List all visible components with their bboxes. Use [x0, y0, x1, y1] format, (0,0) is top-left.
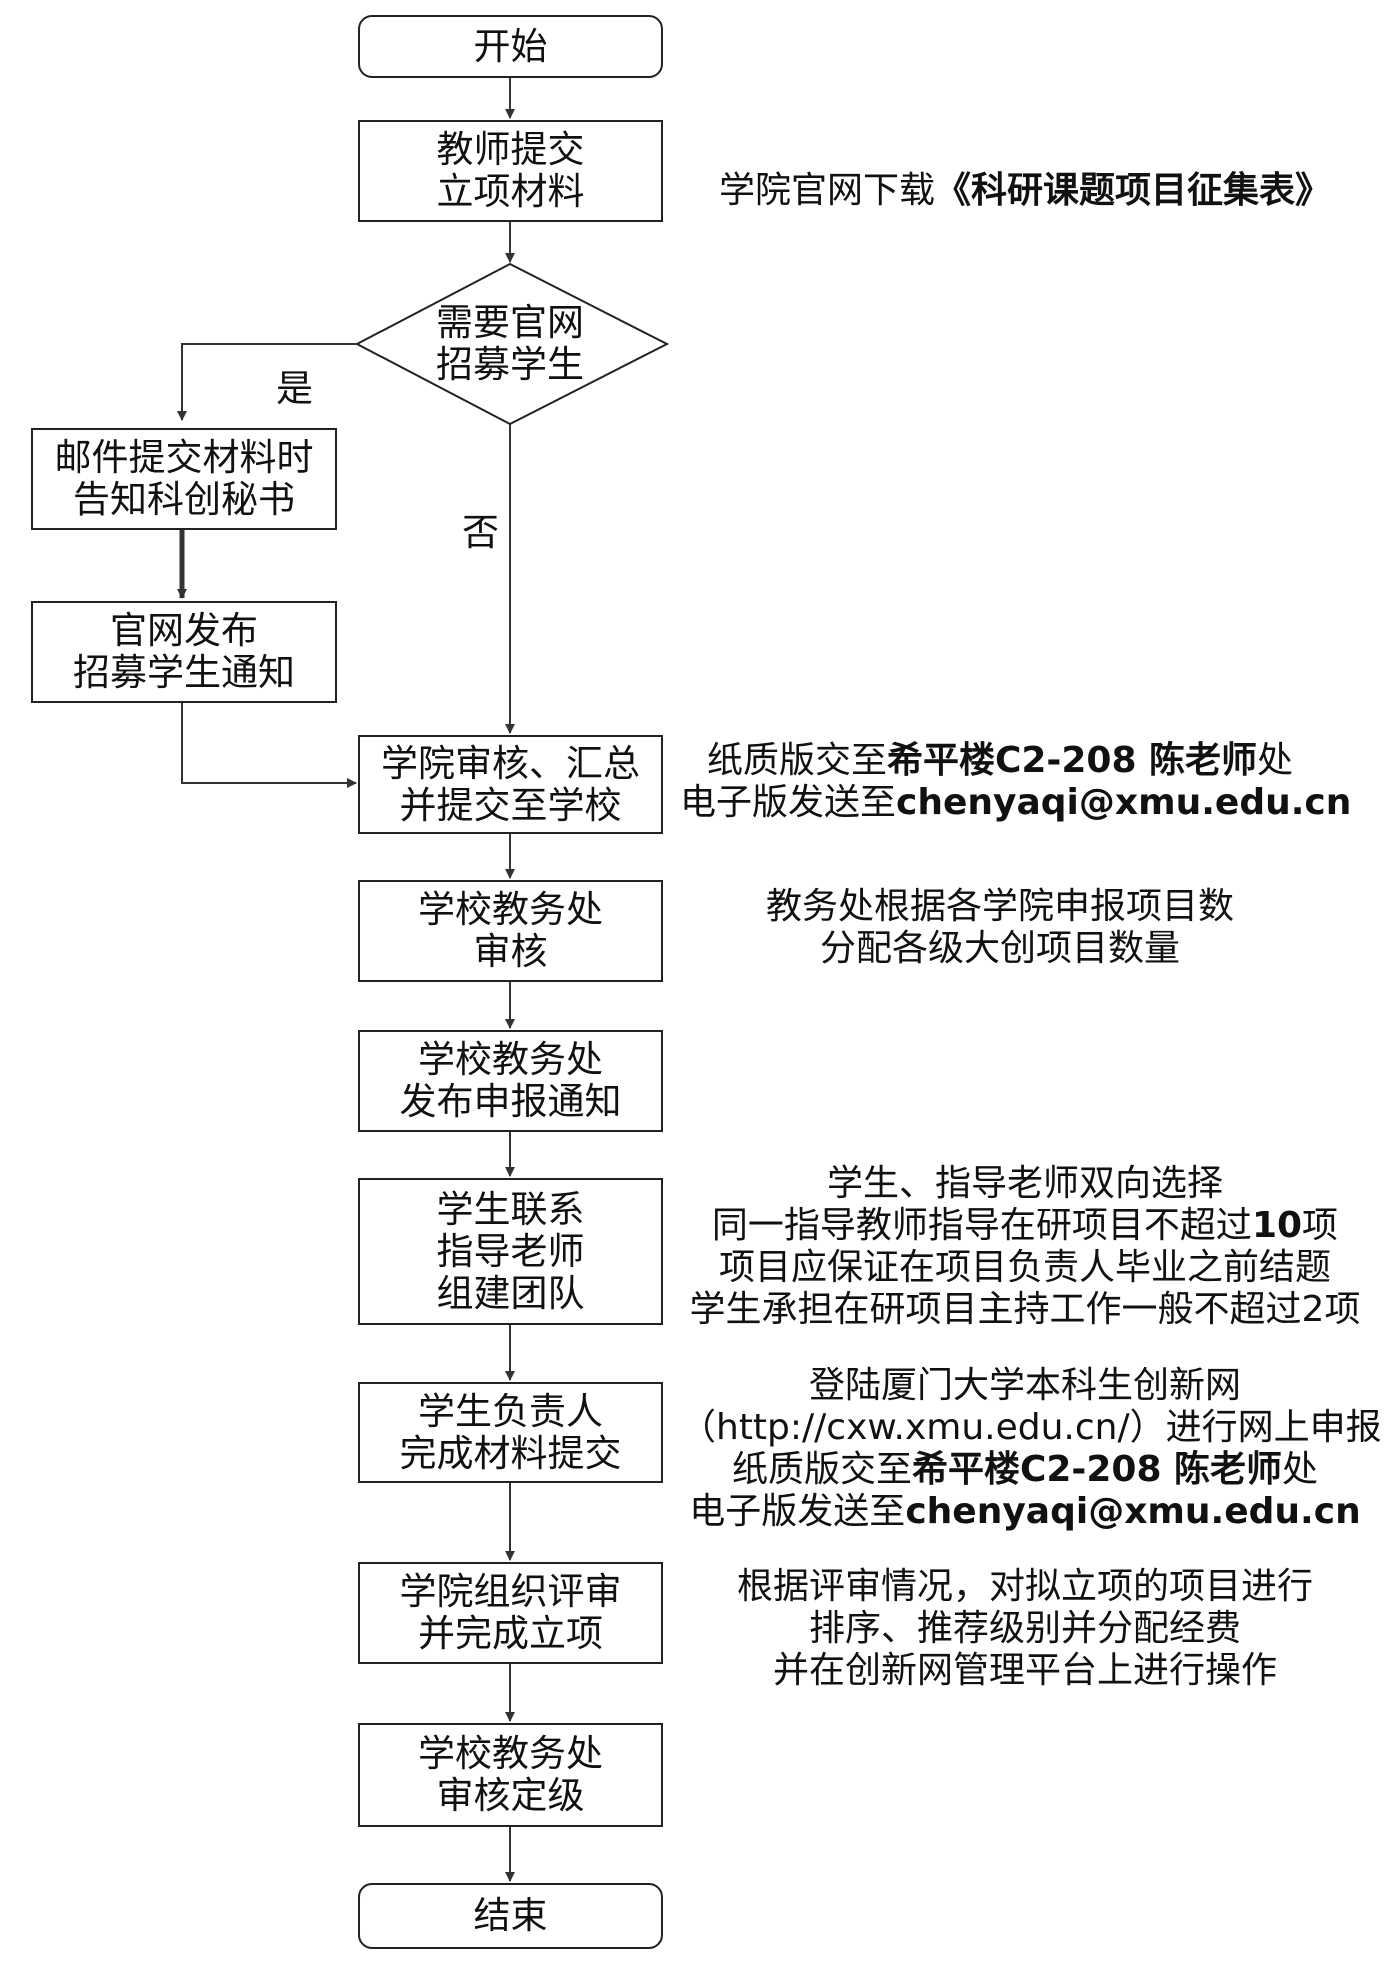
note-selection-line-4: 学生承担在研项目主持工作一般不超过2项: [689, 1289, 1361, 1330]
note-selection-line-1: 学生、指导老师双向选择: [826, 1163, 1223, 1204]
grading-line-2: 审核定级: [436, 1774, 585, 1817]
decision-text: 需要官网 招募学生: [410, 302, 610, 386]
decision-line-2: 招募学生: [436, 343, 584, 386]
student-submit-node: 学生负责人 完成材料提交: [358, 1382, 663, 1483]
college-evaluate-line-2: 并完成立项: [418, 1612, 603, 1655]
note-download: 学院官网下载《科研课题项目征集表》: [680, 170, 1370, 212]
end-label: 结束: [473, 1894, 548, 1937]
publish-recruit-node: 官网发布 招募学生通知: [31, 601, 337, 703]
college-review-line-1: 学院审核、汇总: [381, 741, 640, 785]
email-secretary-line-1: 邮件提交材料时: [54, 436, 314, 479]
note-apply-line-3: 纸质版交至希平楼C2-208 陈老师处: [731, 1449, 1319, 1490]
arrow-yes-branch: [177, 343, 357, 421]
publish-recruit-line-1: 官网发布: [110, 609, 258, 652]
note-allocation-line-2: 分配各级大创项目数量: [819, 928, 1180, 969]
student-team-line-3: 组建团队: [436, 1271, 585, 1315]
college-review-node: 学院审核、汇总 并提交至学校: [358, 735, 663, 834]
note-allocation: 教务处根据各学院申报项目数 分配各级大创项目数量: [700, 886, 1300, 970]
note-delivery-1: 纸质版交至希平楼C2-208 陈老师处 电子版发送至chenyaqi@xmu.e…: [680, 740, 1352, 824]
grading-node: 学校教务处 审核定级: [358, 1723, 663, 1827]
office-review-line-2: 审核: [473, 930, 548, 973]
email-secretary-node: 邮件提交材料时 告知科创秘书: [31, 428, 337, 530]
college-evaluate-line-1: 学院组织评审: [399, 1570, 622, 1613]
note-evaluation: 根据评审情况，对拟立项的项目进行 排序、推荐级别并分配经费 并在创新网管理平台上…: [680, 1566, 1370, 1692]
note-apply: 登陆厦门大学本科生创新网 （http://cxw.xmu.edu.cn/）进行网…: [680, 1365, 1382, 1533]
college-review-line-2: 并提交至学校: [399, 783, 622, 827]
office-notice-line-1: 学校教务处: [418, 1038, 603, 1081]
note-delivery-1-line-1: 纸质版交至希平楼C2-208 陈老师处: [706, 740, 1294, 781]
student-team-line-1: 学生联系: [436, 1187, 585, 1231]
note-delivery-1-line-2: 电子版发送至chenyaqi@xmu.edu.cn: [680, 782, 1352, 823]
note-evaluation-line-2: 排序、推荐级别并分配经费: [808, 1608, 1241, 1649]
office-notice-node: 学校教务处 发布申报通知: [358, 1030, 663, 1132]
note-selection-line-2: 同一指导教师指导在研项目不超过10项: [711, 1205, 1339, 1246]
student-submit-line-2: 完成材料提交: [399, 1431, 622, 1475]
teacher-submit-line-2: 立项材料: [436, 170, 585, 213]
teacher-submit-line-1: 教师提交: [436, 128, 585, 171]
note-allocation-line-1: 教务处根据各学院申报项目数: [765, 886, 1234, 927]
note-evaluation-line-3: 并在创新网管理平台上进行操作: [772, 1650, 1277, 1691]
grading-line-1: 学校教务处: [418, 1732, 603, 1775]
yes-label: 是: [276, 367, 313, 410]
email-secretary-line-2: 告知科创秘书: [73, 478, 295, 521]
decision-line-1: 需要官网: [436, 301, 584, 344]
note-evaluation-line-1: 根据评审情况，对拟立项的项目进行: [736, 1566, 1313, 1607]
note-apply-line-2: （http://cxw.xmu.edu.cn/）进行网上申报: [680, 1407, 1382, 1448]
end-node: 结束: [358, 1883, 663, 1949]
college-evaluate-node: 学院组织评审 并完成立项: [358, 1562, 663, 1664]
note-download-form-name: 《科研课题项目征集表》: [935, 170, 1332, 211]
student-team-node: 学生联系 指导老师 组建团队: [358, 1178, 663, 1325]
office-notice-line-2: 发布申报通知: [399, 1080, 622, 1123]
start-label: 开始: [473, 24, 548, 68]
office-review-node: 学校教务处 审核: [358, 880, 663, 982]
student-team-line-2: 指导老师: [436, 1229, 585, 1273]
office-review-line-1: 学校教务处: [418, 888, 603, 931]
note-download-prefix: 学院官网下载: [718, 170, 935, 211]
start-node: 开始: [358, 15, 663, 78]
teacher-submit-node: 教师提交 立项材料: [358, 120, 663, 222]
publish-recruit-line-2: 招募学生通知: [73, 651, 295, 694]
no-label: 否: [462, 511, 499, 554]
arrow-publish-to-review: [181, 703, 357, 788]
note-apply-line-1: 登陆厦门大学本科生创新网: [808, 1365, 1241, 1406]
note-selection: 学生、指导老师双向选择 同一指导教师指导在研项目不超过10项 项目应保证在项目负…: [680, 1163, 1370, 1331]
note-apply-line-4: 电子版发送至chenyaqi@xmu.edu.cn: [689, 1491, 1361, 1532]
note-selection-line-3: 项目应保证在项目负责人毕业之前结题: [718, 1247, 1331, 1288]
student-submit-line-1: 学生负责人: [418, 1389, 603, 1433]
